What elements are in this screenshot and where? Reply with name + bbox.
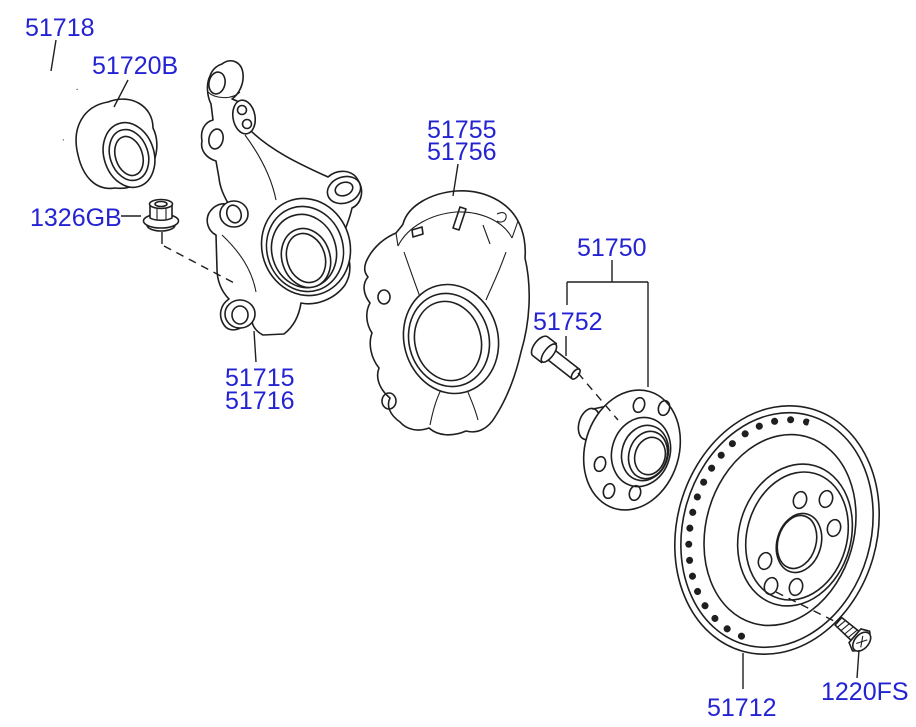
vent-hole-row: [685, 416, 812, 644]
part-label-knuckle-1[interactable]: 51715: [225, 364, 295, 392]
cover-center-opening: [413, 300, 483, 382]
housing-bore: [280, 227, 332, 289]
cover-slot: [411, 226, 424, 238]
bolt-head-face: [540, 343, 558, 363]
wheel-bearing-drawing: [75, 98, 158, 190]
screw-cross-slot: [856, 639, 868, 644]
cover-center-ring: [407, 292, 491, 388]
bolt-head: [530, 335, 558, 364]
leader-dust-cover: [452, 163, 459, 197]
cover-hook-tab: [496, 212, 507, 223]
brake-disc-drawing: [673, 404, 881, 656]
disc-bolt-hole: [818, 489, 834, 509]
hub-bolt-drawing: [530, 335, 581, 380]
disc-bore-inner: [776, 514, 818, 570]
hub-drawing: [577, 389, 682, 511]
leader-screw: [856, 649, 860, 679]
lug-hole: [657, 399, 671, 417]
disc-bolt-hole: [792, 490, 808, 510]
part-label-hub-bolt[interactable]: 51752: [533, 308, 603, 336]
bearing-housing-ring: [265, 205, 345, 293]
disc-hat-step: [744, 471, 850, 601]
part-label-bearing[interactable]: 51720B: [92, 52, 178, 80]
cover-crease: [482, 224, 491, 245]
part-label-hub[interactable]: 51750: [577, 234, 647, 262]
nut-top: [148, 198, 174, 210]
snap-ring-inner: [13, 70, 79, 147]
snap-ring-drawing: [13, 70, 79, 147]
cover-tab-hole: [377, 289, 391, 305]
disc-friction-face: [703, 433, 857, 627]
dust-cover-drawing: [363, 190, 531, 436]
link-hole: [241, 118, 253, 130]
cover-crease: [485, 251, 507, 301]
bearing-race: [108, 128, 150, 182]
leader-bearing: [113, 79, 129, 108]
screw-thread: [840, 622, 851, 632]
tie-rod-hole: [334, 181, 354, 197]
part-labels: 51718 51720B 1326GB 51715 51716 51755 51…: [25, 14, 909, 722]
disc-bolt-hole: [757, 551, 773, 571]
disc-rim-inner-line: [680, 411, 874, 649]
leader-lines: [50, 39, 860, 689]
part-label-nut[interactable]: 1326GB: [30, 204, 122, 232]
lock-nut-drawing: [142, 198, 180, 232]
lower-lug-hole: [231, 305, 249, 325]
cover-slot: [452, 206, 467, 231]
part-label-dust-cover-1[interactable]: 51755: [427, 116, 497, 144]
dashed-hole-to-screw: [775, 591, 835, 622]
screw-thread: [847, 629, 858, 639]
disc-screw-drawing: [834, 616, 872, 652]
disc-bolt-hole: [788, 577, 804, 597]
caliper-lug: [219, 200, 249, 228]
knuckle-drawing: [200, 60, 363, 336]
disc-vent-holes: [685, 416, 812, 644]
bolt-tip: [570, 368, 581, 380]
screw-thread: [836, 619, 847, 629]
part-label-disc[interactable]: 51712: [707, 694, 777, 722]
housing-bore-inner: [285, 232, 327, 284]
tie-rod-boss: [326, 175, 362, 205]
lower-lug: [224, 299, 256, 329]
screw-thread: [843, 626, 854, 635]
disc-screw-hole: [763, 576, 779, 596]
leader-knuckle: [253, 330, 257, 363]
knuckle-boss-edge: [207, 91, 241, 99]
cover-brim-edge: [395, 232, 399, 247]
bracket-hub-assembly: [565, 260, 649, 387]
part-label-screw[interactable]: 1220FS: [821, 678, 909, 706]
bearing-bore: [113, 135, 145, 177]
lug-hole: [593, 455, 607, 473]
caliper-lug-hole: [225, 204, 243, 224]
strut-mount-hole: [208, 128, 224, 150]
part-label-dust-cover-2[interactable]: 51756: [427, 138, 497, 166]
knuckle-crease: [221, 234, 257, 293]
hub-bore: [627, 430, 669, 480]
cover-brim-edge: [511, 220, 519, 239]
lug-hole: [602, 482, 616, 500]
dashed-bolt-to-hub: [577, 372, 619, 421]
cover-inner-arc: [397, 211, 513, 247]
hub-bore-inner: [633, 436, 667, 476]
strut-mount-hole: [208, 71, 226, 95]
cover-tab-hole: [381, 392, 397, 410]
lug-hole: [628, 484, 642, 502]
disc-bolt-hole: [826, 518, 842, 538]
nut-top-bore: [154, 200, 168, 208]
knuckle-crease: [244, 134, 277, 201]
lug-hole: [632, 396, 646, 414]
leader-snap-ring: [50, 39, 57, 72]
link-hole: [236, 104, 248, 116]
part-label-knuckle-2[interactable]: 51716: [225, 387, 295, 415]
cover-crease: [467, 391, 479, 421]
part-label-snap-ring[interactable]: 51718: [25, 14, 95, 42]
